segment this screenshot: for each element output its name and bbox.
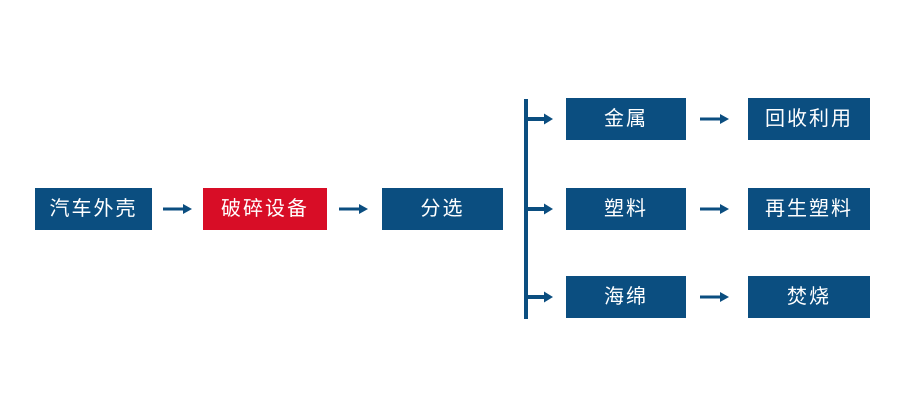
node-metal[interactable]: 金属 — [566, 98, 686, 140]
arrow-bus-to-plastic — [527, 200, 554, 218]
node-sorting[interactable]: 分选 — [382, 188, 503, 230]
node-sponge[interactable]: 海绵 — [566, 276, 686, 318]
arrow-metal-to-recycle — [700, 110, 730, 128]
node-regenerated-plastic[interactable]: 再生塑料 — [748, 188, 870, 230]
arrow-bus-to-metal — [527, 110, 554, 128]
arrow-sponge-to-incineration — [700, 288, 730, 306]
arrow-plastic-to-regenerated — [700, 200, 730, 218]
node-shredding-equipment[interactable]: 破碎设备 — [203, 188, 327, 230]
arrow-shredder-to-sorting — [339, 200, 369, 218]
node-incineration[interactable]: 焚烧 — [748, 276, 870, 318]
node-recycle-reuse[interactable]: 回收利用 — [748, 98, 870, 140]
arrow-input-to-shredder — [163, 200, 193, 218]
arrow-bus-to-sponge — [527, 288, 554, 306]
node-plastic[interactable]: 塑料 — [566, 188, 686, 230]
node-car-shell[interactable]: 汽车外壳 — [35, 188, 152, 230]
branch-trunk-line — [524, 99, 528, 319]
